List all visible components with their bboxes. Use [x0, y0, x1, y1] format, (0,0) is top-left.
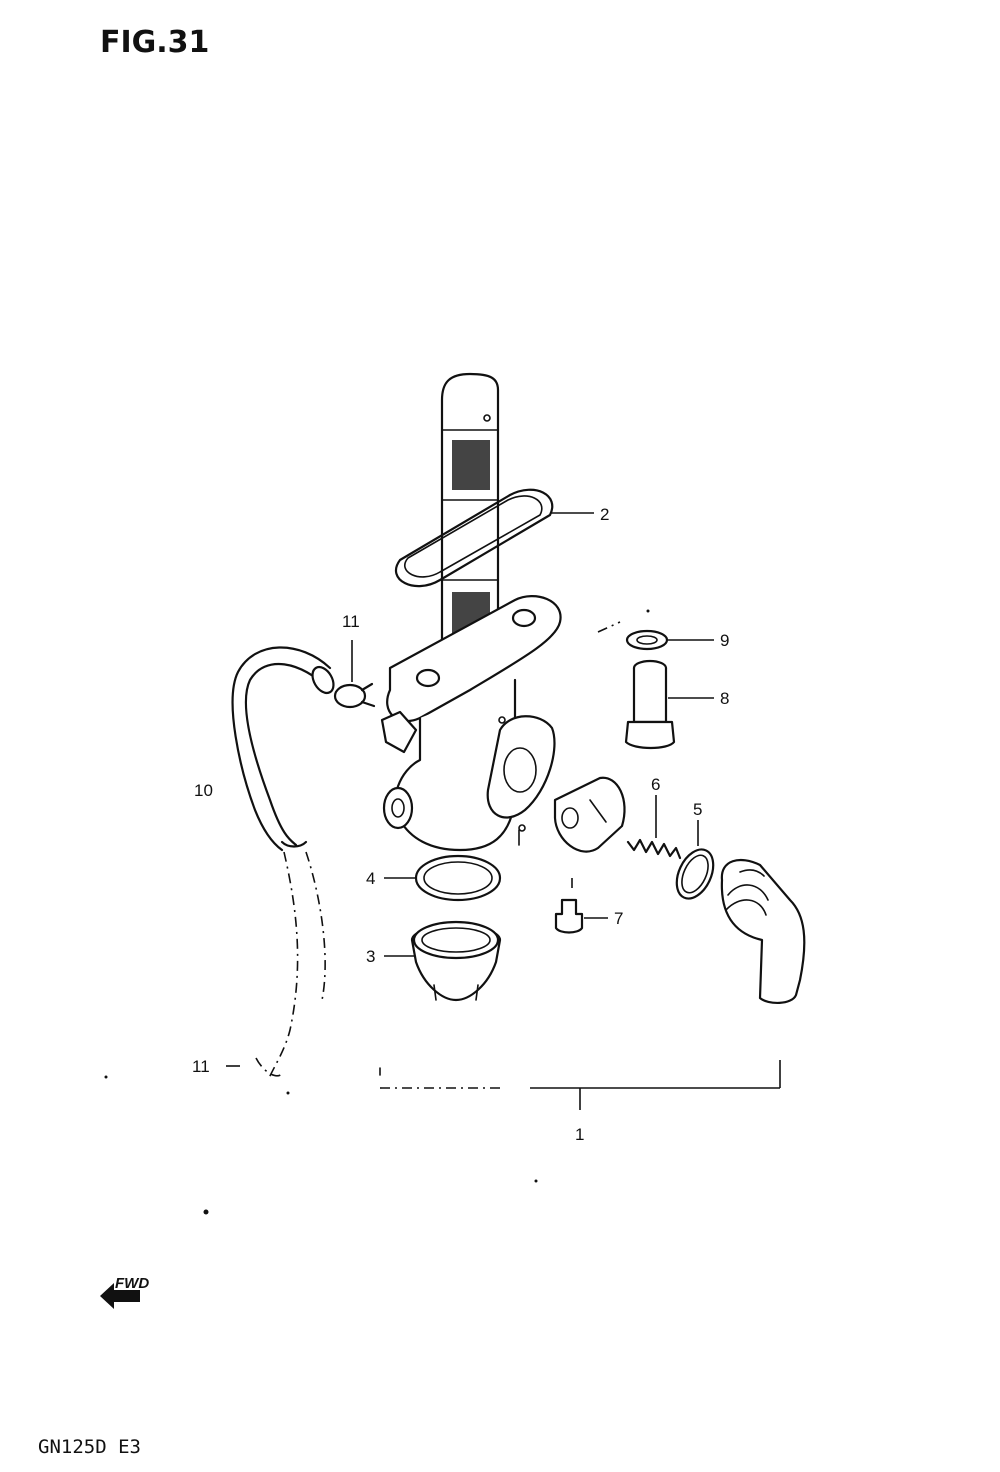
part-3-cup	[384, 920, 502, 1002]
forward-arrow-icon: FWD	[100, 1275, 149, 1309]
model-code: GN125D E3	[38, 1436, 141, 1458]
callout-6: 6	[651, 775, 660, 794]
part-10-fuel-hose	[231, 646, 335, 1081]
callout-11-bottom: 11	[192, 1057, 210, 1076]
part-9-washer	[597, 621, 714, 651]
part-1-assembly-bracket	[379, 1060, 781, 1110]
forward-label: FWD	[115, 1275, 149, 1292]
callout-9: 9	[720, 631, 729, 650]
part-5-o-ring	[675, 820, 715, 900]
part-7-screw	[554, 878, 608, 934]
callout-3: 3	[366, 947, 375, 966]
callout-4: 4	[366, 869, 375, 888]
callout-11-top: 11	[342, 612, 360, 631]
lever-valve-body	[553, 776, 626, 853]
part-11-clip-top	[333, 640, 376, 709]
scan-specks	[104, 609, 650, 1215]
callout-8: 8	[720, 689, 729, 708]
callout-1: 1	[575, 1125, 584, 1144]
lever-handle	[720, 858, 806, 1004]
figure-title: FIG.31	[100, 25, 209, 60]
callout-5: 5	[693, 800, 702, 819]
fuel-cock-body	[380, 372, 562, 852]
callout-10: 10	[194, 781, 213, 800]
part-8-bolt	[624, 659, 714, 750]
part-2-gasket	[394, 488, 594, 588]
callout-2: 2	[600, 505, 609, 524]
part-11-clip-bottom	[226, 1057, 290, 1095]
part-4-o-ring	[384, 854, 502, 902]
part-6-spring	[626, 795, 682, 860]
callout-7: 7	[614, 909, 623, 928]
